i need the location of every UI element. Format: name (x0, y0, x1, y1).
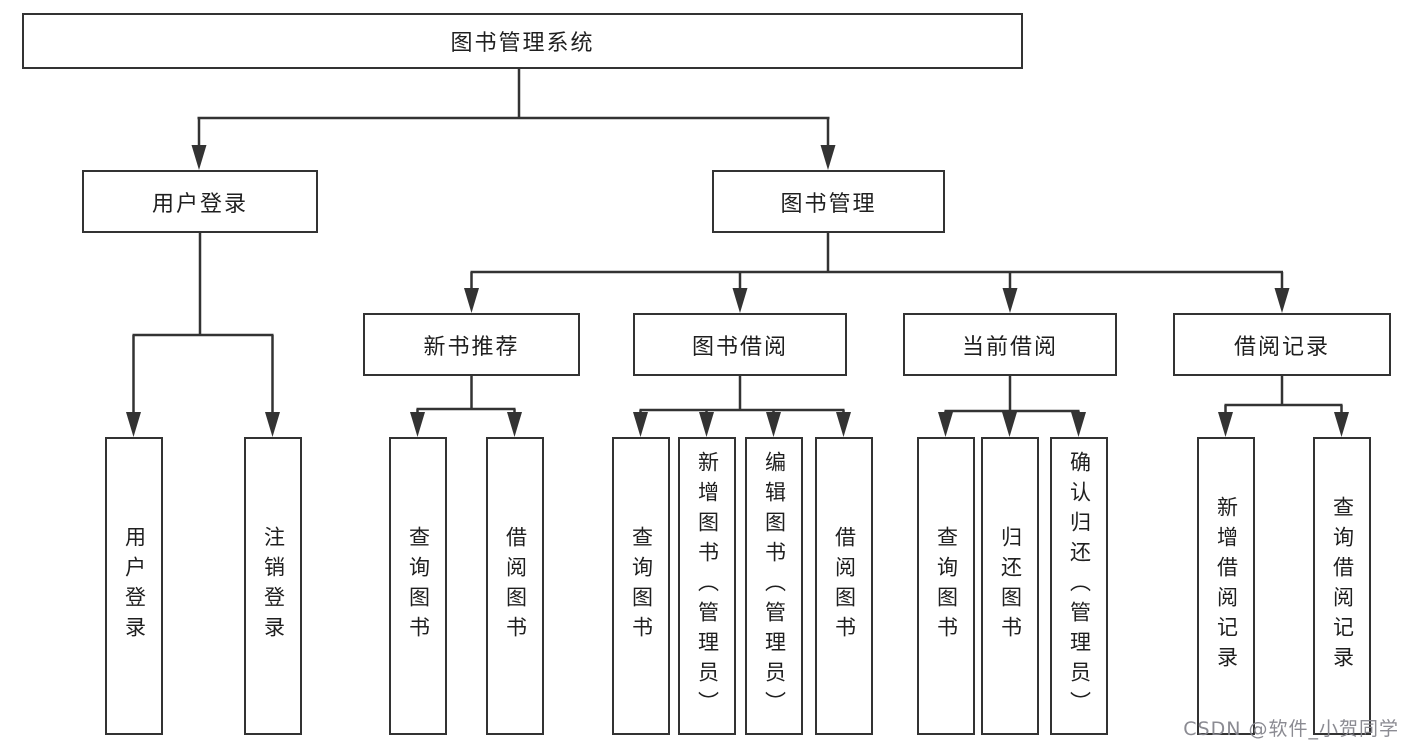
leaf-query-books: 查询图书 (612, 437, 670, 735)
node-user-login: 用户登录 (82, 170, 318, 233)
leaf-logout: 注销登录 (244, 437, 302, 735)
arrow-down-icon (126, 412, 141, 437)
arrow-down-icon (766, 412, 781, 437)
leaf-borrow-books: 借阅图书 (486, 437, 544, 735)
arrow-down-icons (126, 145, 1349, 437)
leaf-query-borrow-record: 查询借阅记录 (1313, 437, 1371, 735)
node-book-borrowing: 图书借阅 (633, 313, 847, 376)
arrow-down-icon (1002, 412, 1017, 437)
connector-borrowing-records (1224, 376, 1343, 416)
leaf-add-borrow-record: 新增借阅记录 (1197, 437, 1255, 735)
connector-new-book-recommend (416, 376, 516, 416)
arrow-down-icon (1071, 412, 1086, 437)
leaf-user-login: 用户登录 (105, 437, 163, 735)
node-root-library-system: 图书管理系统 (22, 13, 1023, 69)
connector-user-login (132, 233, 274, 415)
leaf-return-books: 归还图书 (981, 437, 1039, 735)
leaf-edit-books-admin: 编辑图书（管理员） (745, 437, 803, 735)
arrow-down-icon (732, 288, 748, 313)
leaf-add-books-admin: 新增图书（管理员） (678, 437, 736, 735)
arrow-down-icon (836, 412, 851, 437)
arrow-down-icon (938, 412, 953, 437)
connector-root (197, 69, 830, 146)
arrow-down-icon (410, 412, 425, 437)
node-new-book-recommend: 新书推荐 (363, 313, 580, 376)
arrow-down-icon (633, 412, 648, 437)
node-current-borrowing: 当前借阅 (903, 313, 1117, 376)
arrow-down-icon (699, 412, 714, 437)
connector-book-borrowing (639, 376, 845, 416)
csdn-watermark: CSDN @软件_小贺同学 (1183, 718, 1399, 740)
arrow-down-icon (191, 145, 207, 170)
connector-book-management (470, 233, 1284, 291)
node-book-management: 图书管理 (712, 170, 945, 233)
arrow-down-icon (1002, 288, 1018, 313)
connector-current-borrowing (944, 376, 1080, 416)
arrow-down-icon (464, 288, 479, 313)
arrow-down-icon (1334, 412, 1349, 437)
arrow-down-icon (1218, 412, 1233, 437)
node-borrowing-records: 借阅记录 (1173, 313, 1391, 376)
leaf-confirm-return-admin: 确认归还（管理员） (1050, 437, 1108, 735)
arrow-down-icon (820, 145, 836, 170)
arrow-down-icon (265, 412, 280, 437)
arrow-down-icon (507, 412, 522, 437)
leaf-query-books: 查询图书 (389, 437, 447, 735)
leaf-query-books: 查询图书 (917, 437, 975, 735)
arrow-down-icon (1274, 288, 1290, 313)
leaf-borrow-books: 借阅图书 (815, 437, 873, 735)
